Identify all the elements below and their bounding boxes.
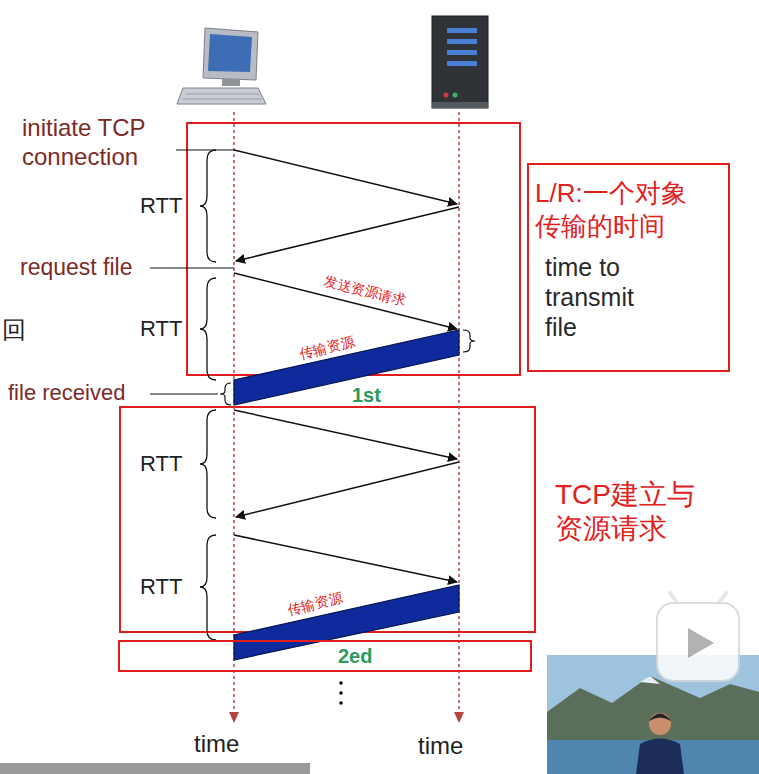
rtt-brace (200, 278, 216, 380)
event-label: file received (8, 380, 125, 406)
server (432, 16, 488, 108)
rtt-label: RTT (140, 316, 182, 342)
person-body (636, 739, 684, 774)
message-arrow (234, 535, 457, 582)
rtt-label: RTT (140, 451, 182, 477)
event-label: request file (20, 254, 133, 282)
snow (640, 676, 660, 684)
leader-line (150, 267, 234, 268)
continuation-dot (339, 681, 343, 685)
progress-bar (0, 763, 310, 774)
rtt-brace (200, 150, 216, 262)
transfer-note: 传输资源 (286, 590, 344, 619)
segment-number: 1st (352, 383, 381, 407)
message-arrow (236, 207, 459, 261)
highlight-box (187, 123, 520, 375)
annotation: TCP建立与资源请求 (555, 478, 715, 545)
status-light (453, 93, 458, 98)
drive-light (447, 50, 477, 55)
person-head (649, 713, 671, 735)
axis-label: time (418, 732, 463, 761)
screen (208, 34, 252, 72)
node-body: time to transmit file (545, 252, 670, 342)
transmit-brace (463, 330, 475, 352)
drive-light (447, 28, 477, 33)
message-note: 发送资源请求 (322, 273, 408, 310)
leader-line (150, 393, 218, 394)
icon-body (657, 603, 739, 681)
client-computer (177, 28, 266, 104)
mountains (547, 676, 759, 742)
leader-line (176, 149, 234, 150)
message-arrow (234, 410, 457, 459)
node-heading: L/R:一个对象传输的时间 (535, 177, 703, 242)
segment-band: 2ed (118, 640, 532, 672)
drive-light (447, 39, 477, 44)
server-base (432, 102, 488, 108)
continuation-dot (339, 701, 343, 705)
play-triangle (688, 628, 714, 658)
message-arrow (234, 150, 457, 204)
timeline-arrow (454, 712, 464, 723)
client-timeline (233, 112, 235, 714)
note-box: L/R:一个对象传输的时间 time to transmit file (527, 163, 730, 372)
receive-brace (220, 383, 231, 405)
status-light (444, 93, 449, 98)
rtt-brace (200, 535, 216, 640)
keyboard (177, 88, 266, 104)
event-label: initiate TCP connection (22, 114, 187, 172)
highlight-box (120, 407, 535, 632)
keyboard-row (186, 94, 259, 95)
monitor-stand (222, 79, 240, 86)
node-heading: 2ed (338, 644, 530, 668)
transfer-note: 传输资源 (298, 333, 356, 362)
keyboard-row (183, 99, 262, 100)
drive-light (447, 61, 477, 66)
stray-character: 回 (2, 316, 26, 345)
rtt-label: RTT (140, 193, 182, 219)
rtt-label: RTT (140, 574, 182, 600)
continuation-dot (339, 691, 343, 695)
message-arrow (236, 462, 459, 517)
rtt-brace (200, 410, 216, 518)
message-arrow (234, 273, 457, 329)
axis-label: time (194, 730, 239, 759)
person-hair (649, 714, 671, 722)
monitor (203, 28, 258, 80)
transfer-bar (234, 330, 459, 405)
timeline-arrow (229, 712, 239, 723)
server-case (432, 16, 488, 108)
play-icon (657, 593, 739, 681)
server-timeline (458, 112, 460, 714)
